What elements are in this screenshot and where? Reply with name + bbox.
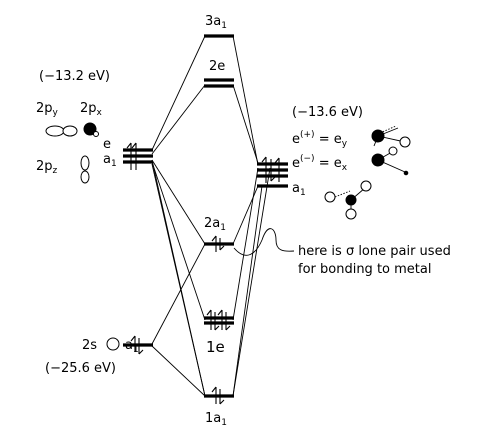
ex-orbital-icon — [371, 146, 409, 176]
conn-left-2a1 — [151, 159, 206, 245]
mo-levels — [204, 34, 234, 398]
pz-orbital-icon — [80, 155, 90, 184]
conn-2s-1a1 — [151, 345, 206, 397]
left-fragment: (−13.2 eV) 2py 2px e a1 2pz 2s a1 — [36, 69, 153, 376]
a1-orbital-icon — [324, 180, 372, 220]
mo-electrons — [206, 235, 231, 405]
annotation-line2: for bonding to metal — [298, 262, 431, 277]
px-orbital-icon — [83, 122, 99, 137]
label-2py: 2py — [36, 101, 59, 118]
label-eminus: e(−) = ex — [292, 154, 348, 173]
mo-labels: 3a1 2e 2a1 1e 1a1 — [204, 14, 227, 428]
left-energy-top: (−13.2 eV) — [39, 69, 110, 84]
spin-left-2s — [130, 335, 144, 355]
label-2a1: 2a1 — [204, 216, 226, 233]
spin-right-e — [261, 156, 280, 183]
label-2s: 2s — [82, 338, 97, 353]
label-a1-left: a1 — [103, 152, 117, 169]
left-energy-bottom: (−25.6 eV) — [45, 361, 116, 376]
conn-right-1a1-b — [232, 185, 263, 397]
spin-pair-1e-a — [206, 309, 220, 331]
label-e-left: e — [103, 137, 111, 152]
conn-right-2a1 — [232, 185, 259, 245]
spin-left-2p-b — [131, 142, 137, 170]
spin-left-2p-a — [126, 142, 132, 170]
conn-right-1e — [232, 167, 259, 321]
annotation-line1: here is σ lone pair used — [298, 244, 451, 259]
conn-2s-2a1 — [151, 243, 206, 345]
s-orbital-icon — [106, 337, 120, 351]
annotation: here is σ lone pair used for bonding to … — [233, 228, 451, 277]
label-3a1: 3a1 — [205, 14, 227, 31]
right-energy: (−13.6 eV) — [292, 105, 363, 120]
conn-left-1e — [151, 161, 206, 321]
label-2e: 2e — [209, 59, 225, 74]
spin-pair-2a1 — [211, 235, 225, 252]
spin-pair-1e-b — [217, 309, 231, 331]
label-1e: 1e — [206, 338, 225, 356]
ey-orbital-icon — [371, 125, 411, 148]
label-1a1: 1a1 — [205, 411, 227, 428]
conn-right-2e — [232, 84, 259, 164]
conn-right-3a1 — [232, 35, 259, 166]
label-2px: 2px — [80, 101, 103, 118]
conn-left-1a1-b — [151, 163, 206, 397]
label-eplus: e(+) = ey — [292, 130, 348, 149]
label-a1-right: a1 — [292, 181, 306, 198]
correlation-lines — [151, 35, 271, 397]
spin-pair-1a1 — [211, 386, 225, 405]
conn-left-3a1 — [151, 35, 206, 151]
right-fragment: (−13.6 eV) e(+) = ey e(−) = ex a1 — [257, 105, 411, 220]
annotation-pointer — [233, 228, 295, 256]
label-2pz: 2pz — [36, 159, 58, 176]
conn-left-2e — [151, 84, 206, 155]
conn-right-1a1-a — [232, 167, 271, 397]
py-orbital-icon — [45, 125, 78, 137]
